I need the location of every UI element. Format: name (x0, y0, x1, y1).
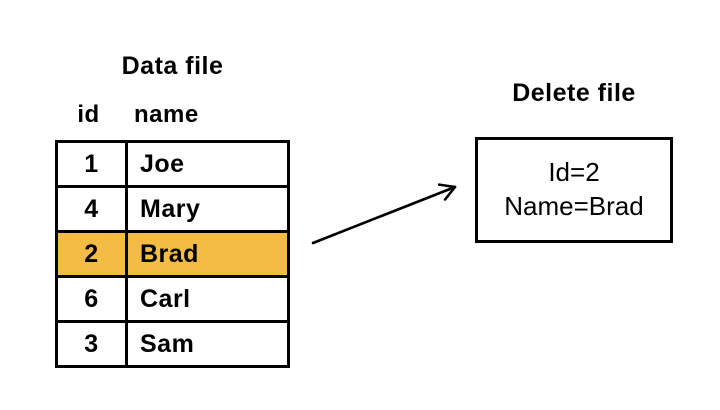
delete-file-line-id: Id=2 (548, 157, 600, 188)
column-header-name: name (134, 101, 199, 128)
name-cell: Sam (125, 320, 290, 368)
name-cell: Mary (125, 185, 290, 233)
data-file-table: 1 Joe 4 Mary 2 Brad 6 Carl 3 Sam (55, 140, 290, 368)
id-cell: 6 (55, 275, 128, 323)
data-file-title: Data file (121, 52, 224, 80)
data-file-column-headers: id name (55, 101, 290, 129)
table-row: 4 Mary (55, 185, 290, 233)
table-row: 3 Sam (55, 320, 290, 368)
name-cell: Brad (125, 230, 290, 278)
id-cell: 4 (55, 185, 128, 233)
delete-file-title: Delete file (512, 79, 636, 107)
table-row: 2 Brad (55, 230, 290, 278)
id-cell: 3 (55, 320, 128, 368)
column-header-id: id (77, 101, 100, 128)
delete-file-line-name: Name=Brad (504, 191, 644, 221)
id-cell: 1 (55, 140, 128, 188)
table-row: 6 Carl (55, 275, 290, 323)
id-cell: 2 (55, 230, 128, 278)
name-cell: Joe (125, 140, 290, 188)
table-row: 1 Joe (55, 140, 290, 188)
arrow-right-icon (311, 183, 457, 245)
delete-file-box: Id=2 Name=Brad (475, 137, 673, 243)
name-cell: Carl (125, 275, 290, 323)
